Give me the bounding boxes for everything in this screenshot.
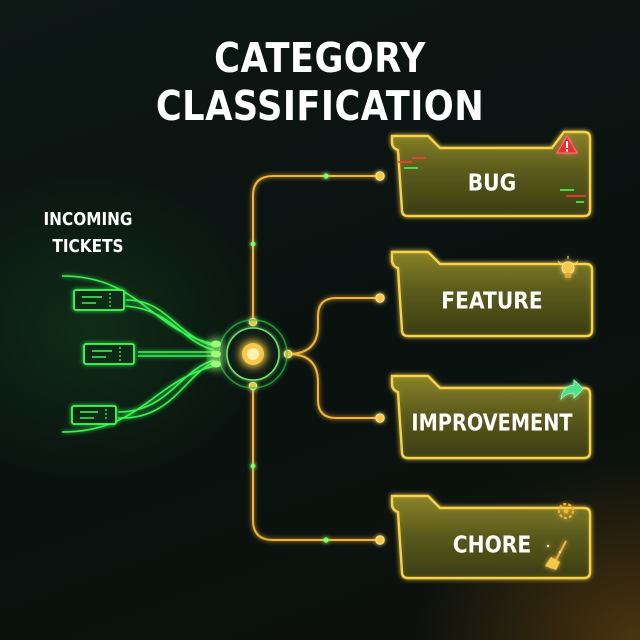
lightbulb-icon: [557, 256, 579, 278]
connector-lines: [252, 175, 380, 541]
ticket-icon: [73, 289, 125, 311]
category-folder-bug: BUG: [390, 130, 592, 218]
arrow-forward-icon: [560, 379, 584, 401]
category-folder-improvement: IMPROVEMENT: [390, 374, 592, 460]
folder-label-chore: CHORE: [453, 532, 531, 559]
broom-icon: [545, 540, 567, 570]
gear-icon: [557, 502, 575, 520]
glitch-marks: [398, 157, 586, 203]
incoming-label-line1: INCOMING: [43, 209, 133, 230]
folder-label-feature: FEATURE: [441, 288, 542, 315]
flow-dots: [250, 173, 329, 543]
folder-label-bug: BUG: [468, 170, 516, 197]
category-folder-chore: CHORE: [390, 494, 592, 580]
speed-lines: [10, 283, 78, 427]
ticket-icon: [71, 405, 117, 425]
page-title: CATEGORY CLASSIFICATION: [155, 34, 485, 130]
incoming-tickets-label: INCOMING TICKETS: [37, 206, 139, 260]
category-folder-feature: FEATURE: [390, 250, 594, 338]
ticket-icon: [83, 343, 135, 365]
incoming-label-line2: TICKETS: [52, 236, 124, 257]
connector-nodes: [248, 171, 385, 545]
warning-triangle-icon: [555, 134, 579, 154]
classifier-hub: [211, 319, 288, 389]
ticket-streams: [61, 275, 215, 433]
folder-label-improvement: IMPROVEMENT: [411, 410, 573, 437]
